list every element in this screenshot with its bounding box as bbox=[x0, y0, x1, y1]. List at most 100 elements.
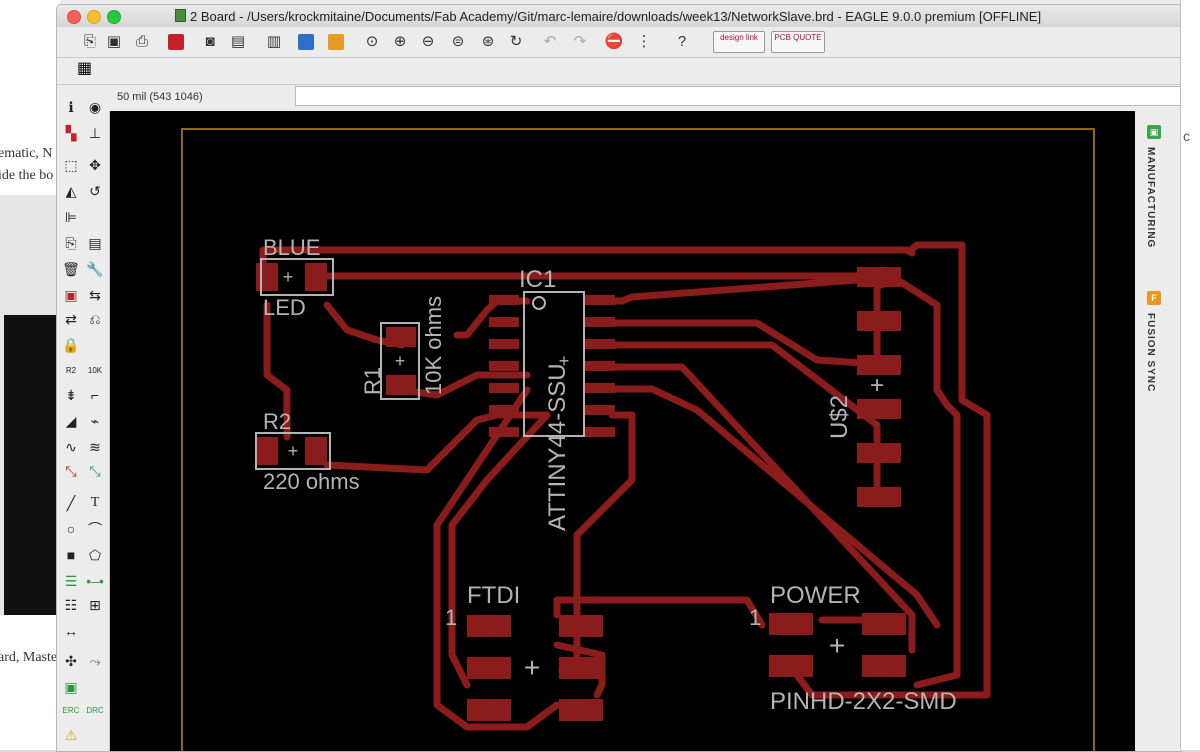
cam-icon[interactable]: ◙ bbox=[205, 33, 215, 50]
ic1-pad[interactable] bbox=[489, 295, 519, 305]
signal-icon[interactable]: ⬠ bbox=[88, 547, 102, 563]
r2-pad[interactable] bbox=[305, 437, 327, 465]
ic1-pad[interactable] bbox=[585, 339, 615, 349]
optimize-icon[interactable]: ◢ bbox=[65, 413, 77, 429]
u2-pad[interactable] bbox=[857, 443, 901, 463]
r1-pad[interactable] bbox=[386, 375, 416, 395]
zoom-out-icon[interactable]: ⊖ bbox=[421, 33, 435, 50]
info-icon[interactable]: ℹ bbox=[68, 99, 74, 115]
warning-icon[interactable]: ⚠ bbox=[64, 727, 78, 743]
errors-icon[interactable]: ▣ bbox=[64, 679, 78, 695]
ic1-pad[interactable] bbox=[489, 339, 519, 349]
wrench-icon[interactable]: 🔧 bbox=[86, 261, 104, 277]
minimize-window-button[interactable] bbox=[87, 10, 101, 24]
miter-icon[interactable]: ⇟ bbox=[65, 387, 77, 403]
close-window-button[interactable] bbox=[67, 10, 81, 24]
u2-pad[interactable] bbox=[857, 487, 901, 507]
save-icon[interactable]: ▣ bbox=[106, 33, 122, 50]
zoom-area-icon[interactable]: ⊛ bbox=[481, 33, 495, 50]
erc-check-icon[interactable]: ERC bbox=[62, 706, 80, 715]
help-icon[interactable]: ? bbox=[677, 33, 687, 50]
rect-icon[interactable]: ○ bbox=[66, 521, 76, 537]
show-icon[interactable]: ◉ bbox=[88, 99, 102, 115]
ic1-pad[interactable] bbox=[585, 427, 615, 437]
zoom-in-icon[interactable]: ⊕ bbox=[393, 33, 407, 50]
ic1-pad[interactable] bbox=[489, 361, 519, 371]
ftdi-pad[interactable] bbox=[559, 615, 603, 637]
layers-icon[interactable]: ▤ bbox=[230, 33, 246, 50]
delete-icon[interactable]: 🗑 bbox=[62, 261, 80, 277]
smash-icon[interactable]: 10K bbox=[87, 366, 103, 375]
led-pad[interactable] bbox=[256, 263, 278, 291]
mirror-icon[interactable]: ◭ bbox=[65, 183, 77, 199]
hole-icon[interactable]: ☰ bbox=[64, 573, 78, 589]
maximize-window-button[interactable] bbox=[107, 10, 121, 24]
mark-icon[interactable]: ⊥ bbox=[88, 125, 102, 141]
line-icon[interactable]: ⤡ bbox=[65, 463, 77, 479]
command-input[interactable]: ▼ bbox=[295, 86, 1181, 106]
lock-icon[interactable]: ⎌ bbox=[89, 311, 101, 327]
grid-icon[interactable]: ▦ bbox=[77, 60, 93, 77]
text-icon[interactable]: ⤡ bbox=[89, 463, 101, 479]
ratsnest-icon[interactable]: ⊞ bbox=[89, 597, 101, 613]
circle-icon[interactable]: ╱ bbox=[66, 495, 76, 511]
ftdi-pad[interactable] bbox=[467, 615, 511, 637]
board-drawing[interactable]: + + + bbox=[110, 111, 1135, 751]
print-icon[interactable]: ⎙ bbox=[135, 33, 148, 50]
go-icon[interactable]: ⋮ bbox=[636, 33, 652, 50]
power-pad[interactable] bbox=[862, 655, 906, 677]
schematic-icon[interactable] bbox=[165, 31, 187, 53]
ic1-pad[interactable] bbox=[585, 405, 615, 415]
zoom-fit-icon[interactable]: ⊙ bbox=[365, 33, 379, 50]
rotate-icon[interactable]: ↺ bbox=[89, 183, 101, 199]
ic1-pad[interactable] bbox=[585, 295, 615, 305]
ftdi-pad[interactable] bbox=[559, 699, 603, 721]
u2-pad[interactable] bbox=[857, 311, 901, 331]
u2-pad[interactable] bbox=[857, 399, 901, 419]
via-icon[interactable]: ■ bbox=[66, 547, 76, 563]
board-canvas[interactable]: + + + bbox=[110, 111, 1135, 751]
ripup-icon[interactable]: ≋ bbox=[89, 439, 101, 455]
r1-pad[interactable] bbox=[386, 327, 416, 347]
name-icon[interactable]: 🔒 bbox=[62, 337, 80, 353]
ic1-pad[interactable] bbox=[585, 361, 615, 371]
route-icon[interactable]: ∿ bbox=[65, 439, 77, 455]
power-pad[interactable] bbox=[769, 613, 813, 635]
drc-icon[interactable]: ⤳ bbox=[89, 653, 101, 669]
attribute-icon[interactable]: •–• bbox=[86, 573, 104, 589]
power-pad[interactable] bbox=[862, 613, 906, 635]
r2-pad[interactable] bbox=[256, 437, 278, 465]
ulp-icon[interactable] bbox=[325, 31, 347, 53]
replace-icon[interactable]: ⇆ bbox=[89, 287, 101, 303]
pcb-quote-button[interactable]: PCB QUOTE bbox=[771, 31, 825, 53]
paste-icon[interactable]: ▤ bbox=[88, 235, 102, 251]
split-icon[interactable]: ⌐ bbox=[90, 387, 100, 403]
ic1-pad[interactable] bbox=[489, 383, 519, 393]
ic1-pad[interactable] bbox=[489, 427, 519, 437]
undo-icon[interactable]: ↶ bbox=[543, 33, 557, 50]
title-bar[interactable]: 2 Board - /Users/krockmitaine/Documents/… bbox=[57, 5, 1181, 28]
autorouter-icon[interactable]: ↔ bbox=[64, 623, 78, 639]
open-icon[interactable]: ⎘ bbox=[83, 33, 96, 50]
led-pad[interactable] bbox=[305, 263, 327, 291]
ic1-pad[interactable] bbox=[585, 383, 615, 393]
ftdi-pad[interactable] bbox=[467, 657, 511, 679]
redo-icon[interactable]: ↷ bbox=[573, 33, 587, 50]
add-icon[interactable]: ▣ bbox=[64, 287, 78, 303]
library-icon[interactable]: ▥ bbox=[266, 33, 282, 50]
u2-pad[interactable] bbox=[857, 267, 901, 287]
ic1-pad[interactable] bbox=[585, 317, 615, 327]
erc-icon[interactable]: ✣ bbox=[65, 653, 77, 669]
ftdi-pad[interactable] bbox=[467, 699, 511, 721]
zoom-select-icon[interactable]: ⊜ bbox=[451, 33, 465, 50]
value-icon[interactable]: R2 bbox=[65, 366, 77, 375]
redraw-icon[interactable]: ↻ bbox=[509, 33, 523, 50]
ic1-pad[interactable] bbox=[489, 405, 519, 415]
swap-icon[interactable]: ⇄ bbox=[65, 311, 77, 327]
align-icon[interactable]: ⊫ bbox=[64, 209, 78, 225]
select-icon[interactable]: ⬚ bbox=[64, 157, 78, 173]
polygon-icon[interactable]: ⌒ bbox=[88, 521, 102, 537]
copy-icon[interactable]: ⎘ bbox=[65, 235, 77, 251]
power-pad[interactable] bbox=[769, 655, 813, 677]
move-icon[interactable]: ✥ bbox=[89, 157, 101, 173]
